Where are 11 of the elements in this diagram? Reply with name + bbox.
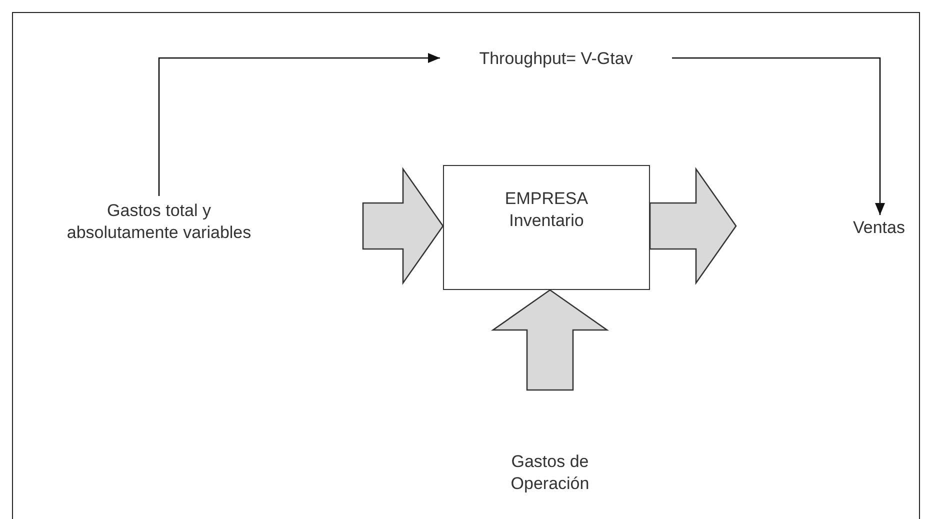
block-arrow bbox=[490, 289, 610, 391]
node-label: Gastos total y absolutamente variables bbox=[50, 196, 268, 248]
node-label: Gastos de Operación bbox=[490, 440, 610, 506]
arrow bbox=[158, 53, 440, 196]
process-box bbox=[443, 165, 650, 290]
node-label: Ventas bbox=[836, 215, 922, 241]
arrow bbox=[672, 57, 885, 215]
block-arrow bbox=[649, 166, 737, 286]
node-label: Throughput= V-Gtav bbox=[440, 47, 672, 71]
block-arrow bbox=[362, 166, 444, 286]
box-title: EMPRESA Inventario bbox=[504, 188, 590, 232]
